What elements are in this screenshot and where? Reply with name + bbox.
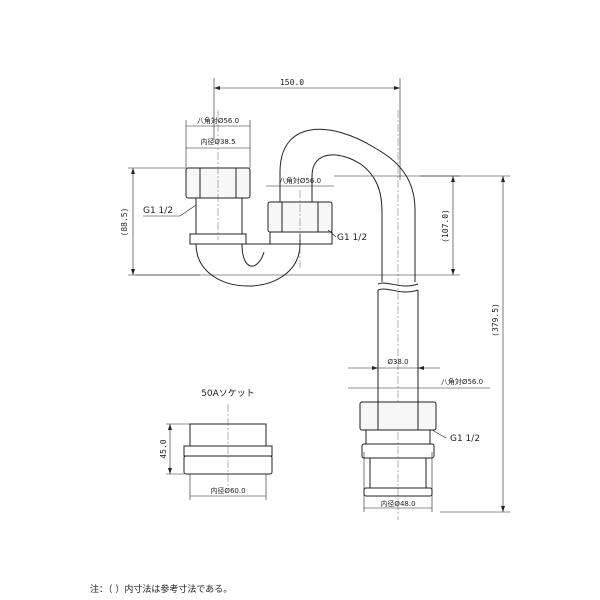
bottom-bore-dim: 内径Ø48.0 [380, 499, 415, 508]
gooseneck [279, 110, 416, 520]
dimension-width-150: 150.0 [213, 78, 401, 180]
bottom-nut-dim: 八角対Ø56.0 [441, 377, 483, 386]
dim-379-text: (379.5) [491, 303, 500, 337]
left-thread-label: G1 1/2 [143, 206, 173, 216]
dim-107-text: (107.0) [441, 209, 450, 243]
dimension-height-379: (379.5) [420, 175, 510, 513]
reference-note: 注：（ ）内寸法は参考寸法である。 [90, 583, 232, 595]
bottom-thread-label: G1 1/2 [450, 434, 480, 444]
tail-pipe [377, 282, 419, 404]
mid-nut-dim: 八角対Ø56.0 [279, 176, 321, 185]
dim-width-150-text: 150.0 [280, 78, 304, 87]
socket-bore-dim: 内径Ø60.0 [210, 486, 245, 495]
socket-height-dim: 45.0 [159, 439, 168, 458]
left-inlet: 八角対Ø56.0 内径Ø38.5 G1 1/2 [143, 110, 251, 245]
mid-thread-label: G1 1/2 [337, 233, 367, 243]
dim-88-text: (88.5) [120, 208, 129, 237]
dimension-height-107: (107.0) [334, 175, 460, 276]
trap-bend [195, 231, 333, 287]
socket-title: 50Aソケット [201, 388, 255, 399]
pipe-dia-dim: Ø38.0 [387, 358, 408, 366]
socket-50a: 50Aソケット 45.0 内径Ø60.0 [159, 388, 273, 500]
bottom-fitting: Ø38.0 八角対Ø56.0 内径Ø48.0 G1 1/2 [348, 358, 490, 512]
middle-nut: 八角対Ø56.0 G1 1/2 [266, 176, 367, 270]
